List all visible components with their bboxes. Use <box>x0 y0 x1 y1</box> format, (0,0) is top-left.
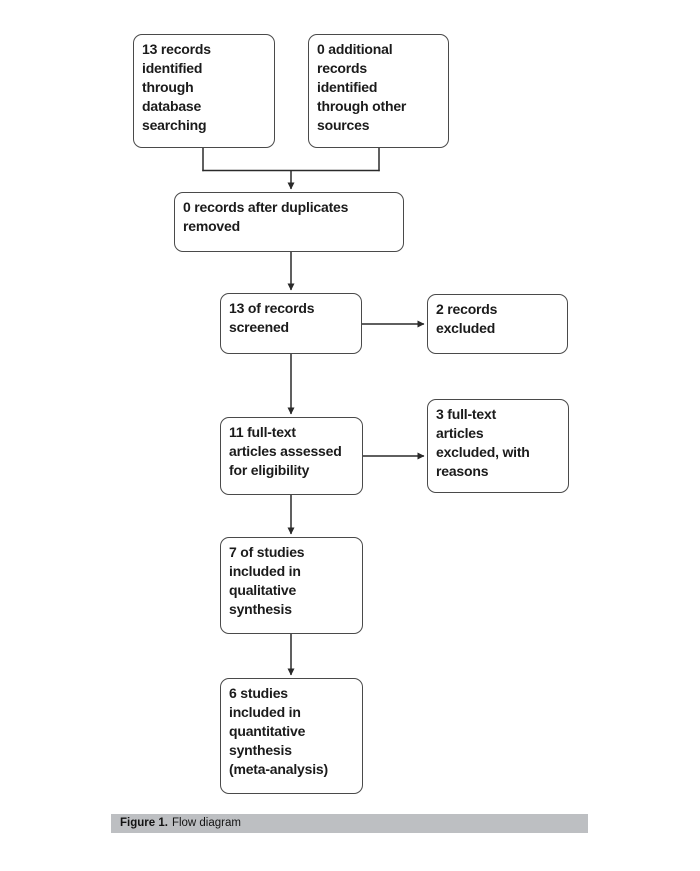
box-quantitative-synthesis: 6 studies included in quantitative synth… <box>220 678 363 794</box>
figure-caption: Figure 1.Flow diagram <box>111 814 588 833</box>
box-quantitative-synthesis-text: 6 studies included in quantitative synth… <box>229 685 328 777</box>
box-fulltext-assessed: 11 full-text articles assessed for eligi… <box>220 417 363 495</box>
box-records-after-duplicates: 0 records after duplicates removed <box>174 192 404 252</box>
figure-caption-label: Figure 1. <box>120 817 168 829</box>
box-records-screened: 13 of records screened <box>220 293 362 354</box>
box-qualitative-synthesis-text: 7 of studies included in qualitative syn… <box>229 544 305 617</box>
box-fulltext-excluded: 3 full-text articles excluded, with reas… <box>427 399 569 493</box>
box-records-identified-database: 13 records identified through database s… <box>133 34 275 148</box>
box-records-excluded: 2 records excluded <box>427 294 568 354</box>
box-records-excluded-text: 2 records excluded <box>436 301 498 336</box>
box-records-identified-database-text: 13 records identified through database s… <box>142 41 211 133</box>
box-records-identified-other-text: 0 additional records identified through … <box>317 41 407 133</box>
box-fulltext-excluded-text: 3 full-text articles excluded, with reas… <box>436 406 530 479</box>
box-records-identified-other: 0 additional records identified through … <box>308 34 449 148</box>
box-fulltext-assessed-text: 11 full-text articles assessed for eligi… <box>229 424 342 478</box>
box-qualitative-synthesis: 7 of studies included in qualitative syn… <box>220 537 363 634</box>
figure-caption-text: Flow diagram <box>171 817 241 829</box>
box-records-screened-text: 13 of records screened <box>229 300 315 335</box>
box-records-after-duplicates-text: 0 records after duplicates removed <box>183 199 349 234</box>
